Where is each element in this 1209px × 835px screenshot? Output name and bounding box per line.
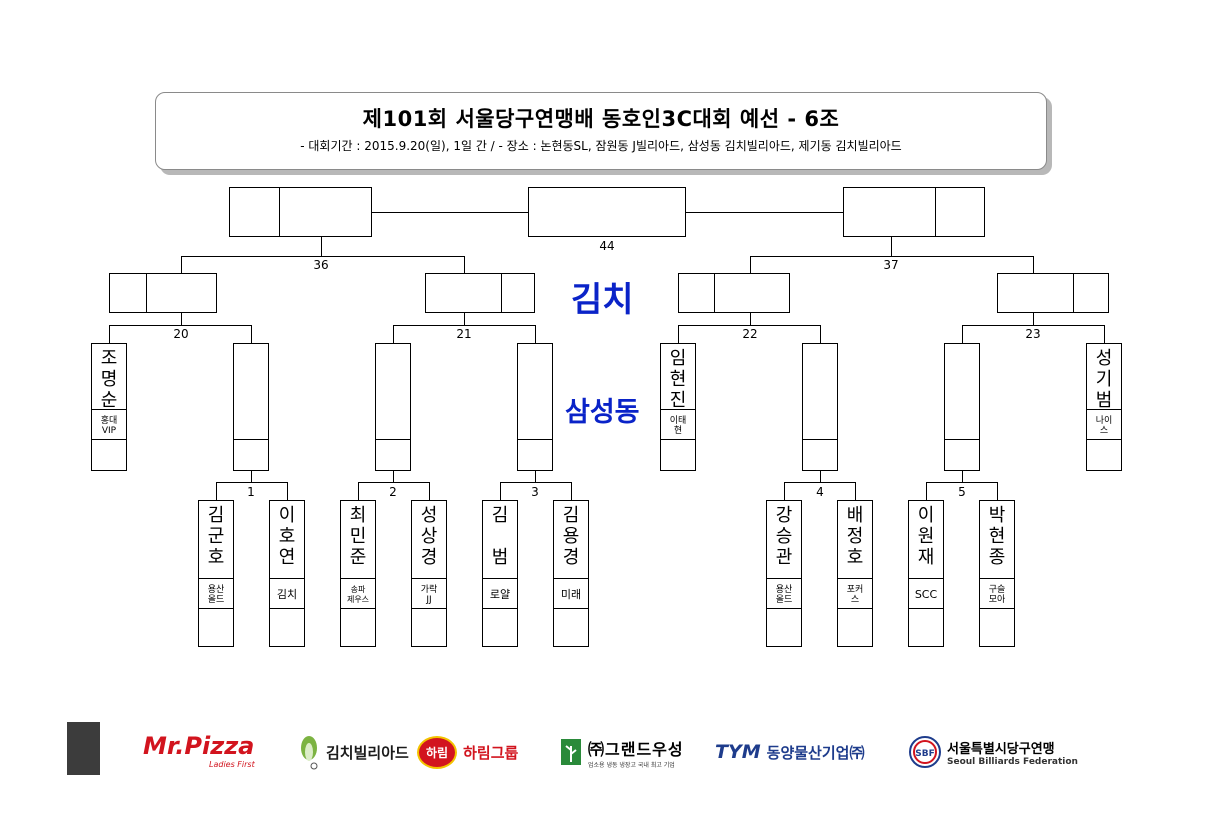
player-slot: 이 원 재 SCC	[908, 500, 944, 647]
sponsor-tym: TYM 동양물산기업㈜	[715, 741, 865, 763]
bracket-line	[181, 256, 465, 257]
title-panel: 제101회 서울당구연맹배 동호인3C대회 예선 - 6조 - 대회기간 : 2…	[155, 92, 1047, 170]
match-number: 23	[1025, 327, 1041, 341]
player-slot: 김 군 호 용산 올드	[198, 500, 234, 647]
harim-badge: 하림	[417, 735, 458, 769]
player-slot: 성 기 범 나이 스	[1086, 343, 1122, 471]
match-number: 2	[389, 485, 397, 499]
bracket-line	[321, 236, 322, 257]
semifinal-box-right	[843, 187, 985, 237]
player-slot	[233, 343, 269, 471]
sponsor-kimchi: 김치빌리아드	[298, 732, 409, 772]
sponsor-harim: 하림 하림그룹	[417, 732, 518, 772]
sponsor-grand: ㈜그랜드우성 업소용 냉동 냉장고 국내 최고 기업	[560, 732, 684, 772]
tym-logo: TYM	[715, 741, 761, 763]
venue-label-kimchi: 김치	[571, 280, 634, 320]
round2-box-23	[997, 273, 1109, 313]
round2-box-21	[425, 273, 535, 313]
match-number: 20	[173, 327, 189, 341]
player-slot	[944, 343, 980, 471]
match-number: 1	[247, 485, 255, 499]
match-number: 22	[742, 327, 758, 341]
sponsor-mrpizza: Mr.Pizza Ladies First	[143, 732, 273, 772]
match-number: 4	[816, 485, 824, 499]
player-slot	[375, 343, 411, 471]
bracket-line	[750, 256, 1034, 257]
player-slot: 김 용 경 미래	[553, 500, 589, 647]
round2-box-22	[678, 273, 790, 313]
match-number: 5	[958, 485, 966, 499]
player-slot	[802, 343, 838, 471]
bracket-line	[371, 212, 529, 213]
player-slot: 김 범 로얄	[482, 500, 518, 647]
bracket-line	[685, 212, 844, 213]
mrpizza-tagline: Ladies First	[209, 760, 255, 769]
bracket-line	[750, 256, 751, 274]
sponsor-sbf: SBF 서울특별시당구연맹 Seoul Billiards Federation	[909, 732, 1078, 772]
player-slot: 성 상 경 가락 JJ	[411, 500, 447, 647]
tournament-subtitle: - 대회기간 : 2015.9.20(일), 1일 간 / - 장소 : 논현동…	[300, 139, 902, 153]
bracket-line	[1033, 256, 1034, 274]
match-number: 36	[313, 258, 329, 272]
bracket-line	[181, 256, 182, 274]
player-slot	[517, 343, 553, 471]
final-box	[528, 187, 686, 237]
svg-text:SBF: SBF	[915, 749, 935, 759]
match-number: 37	[883, 258, 899, 272]
federation-emblem-icon: SBF	[909, 736, 941, 768]
tournament-title: 제101회 서울당구연맹배 동호인3C대회 예선 - 6조	[362, 107, 840, 131]
player-slot: 박 현 종 구슬 모아	[979, 500, 1015, 647]
player-slot: 이 호 연 김치	[269, 500, 305, 647]
semifinal-box-left	[229, 187, 372, 237]
footer-block	[67, 722, 100, 775]
match-number: 21	[456, 327, 472, 341]
player-slot: 최 민 준 송파 제우스	[340, 500, 376, 647]
cabbage-icon	[301, 736, 318, 770]
player-slot: 강 승 관 용산 올드	[766, 500, 802, 647]
match-number: 44	[599, 239, 615, 253]
player-slot: 배 정 호 포커 스	[837, 500, 873, 647]
leaf-icon	[561, 739, 581, 765]
bracket-line	[891, 236, 892, 257]
venue-label-samseong: 삼성동	[565, 397, 640, 428]
round2-box-20	[109, 273, 217, 313]
player-slot: 조 명 순 홍대 VIP	[91, 343, 127, 471]
match-number: 3	[531, 485, 539, 499]
mrpizza-logo: Mr.Pizza	[143, 732, 255, 760]
player-slot: 임 현 진 이태 현	[660, 343, 696, 471]
bracket-line	[464, 256, 465, 274]
